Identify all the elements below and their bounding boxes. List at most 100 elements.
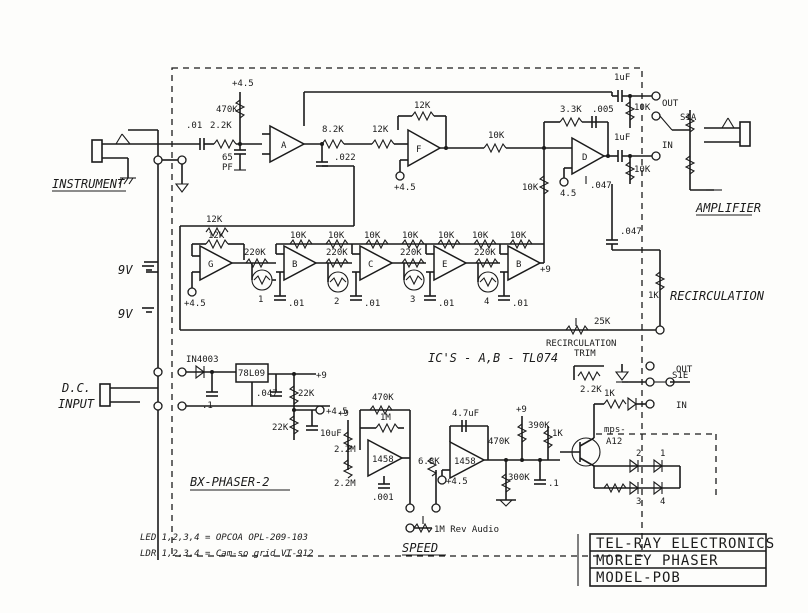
cap-047-out-label: .047 bbox=[590, 181, 612, 191]
opamp-b-label: B bbox=[292, 260, 297, 270]
led-3-label: 3 bbox=[636, 497, 641, 507]
cap-47uf-label: 4.7uF bbox=[452, 409, 479, 419]
ldr-1-label: 1 bbox=[258, 295, 263, 305]
diode-label: IN4003 bbox=[186, 355, 219, 365]
recirc-trim-label: RECIRCULATION bbox=[546, 339, 616, 349]
switch-in2-label: IN bbox=[676, 401, 687, 411]
opamp-b-out-label: B bbox=[516, 260, 521, 270]
res-33k-label: 3.3K bbox=[560, 105, 582, 115]
opamp-b bbox=[283, 244, 318, 282]
opamp-f-label: F bbox=[416, 145, 421, 155]
res-22m-label: 2.2M bbox=[334, 445, 356, 455]
cap-01-1-label: .01 bbox=[288, 299, 304, 309]
led-4-label: 4 bbox=[660, 497, 665, 507]
res-10k-a-label: 10K bbox=[488, 131, 505, 141]
cap-022-label: .022 bbox=[334, 153, 356, 163]
opamp-b-out bbox=[507, 244, 542, 282]
dc-label: D.C. bbox=[61, 381, 91, 395]
opamp-1458-b bbox=[449, 440, 486, 480]
mpsa-label: mps- bbox=[604, 425, 626, 435]
res-input-label: 2.2K bbox=[210, 121, 232, 131]
dc-input-jack bbox=[99, 383, 158, 407]
cap-01-2-label: .01 bbox=[364, 299, 380, 309]
cap-01-3-label: .01 bbox=[438, 299, 454, 309]
res-10k-s5-label: 10K bbox=[402, 231, 419, 241]
ic-note: IC'S - A,B - TL074 bbox=[428, 351, 558, 365]
res-10k-out-label: 10K bbox=[634, 103, 651, 113]
opamp-e-label: E bbox=[442, 260, 447, 270]
res-82k-label: 8.2K bbox=[322, 125, 344, 135]
res-10k-s3-label: 10K bbox=[328, 231, 345, 241]
switch-in-label: IN bbox=[662, 141, 673, 151]
res-300k-label: 300K bbox=[508, 473, 530, 483]
res-25k-label: 25K bbox=[594, 317, 611, 327]
res-12k-b-label: 12K bbox=[414, 101, 431, 111]
ic1458a-label: 1458 bbox=[372, 455, 394, 465]
amplifier-jack bbox=[704, 117, 751, 147]
led-1-label: 1 bbox=[660, 449, 665, 459]
res-10k-s1-label: 10K bbox=[290, 231, 307, 241]
opamp-1458-a bbox=[367, 438, 404, 478]
res-470k-sp-label: 470K bbox=[372, 393, 394, 403]
ldr-2-label: 2 bbox=[334, 297, 339, 307]
res-12k-a-label: 12K bbox=[372, 125, 389, 135]
plus9-ps: +9 bbox=[316, 371, 327, 381]
title-model: MODEL-POB bbox=[596, 570, 681, 586]
cap-047-ps-label: .047 bbox=[256, 389, 278, 399]
cap-1uf-a-label: 1uF bbox=[614, 73, 630, 83]
res-12k-fb2-label: 12K bbox=[208, 231, 225, 241]
opamp-c bbox=[359, 244, 394, 282]
res-1k-q-label: 1K bbox=[552, 429, 563, 439]
res-1k-rc-label: 1K bbox=[648, 291, 659, 301]
res-10k-b-label: 10K bbox=[522, 183, 539, 193]
board-label: BX-PHASER-2 bbox=[190, 475, 269, 489]
speed-label: SPEED bbox=[402, 541, 438, 555]
opamp-f bbox=[407, 128, 442, 168]
cap-001-label: .001 bbox=[372, 493, 394, 503]
reg-label: 78L09 bbox=[238, 369, 265, 379]
opamp-g bbox=[199, 244, 234, 282]
res-68k-label: 6.8K bbox=[418, 457, 440, 467]
opamp-c-label: C bbox=[368, 260, 373, 270]
plus45-out: 4.5 bbox=[560, 189, 576, 199]
ldr-4-label: 4 bbox=[484, 297, 489, 307]
battery-2-label: 9V bbox=[118, 307, 133, 321]
plus45-top: +4.5 bbox=[232, 79, 254, 89]
instrument-label: INSTRUMENT bbox=[52, 177, 125, 191]
plus9-d: +9 bbox=[516, 405, 527, 415]
ldr-note: LDR 1,2,3,4 = Cam-so grid VT-912 bbox=[140, 549, 313, 559]
res-10k-s7-label: 10K bbox=[472, 231, 489, 241]
switch-out2-label: OUT bbox=[676, 365, 693, 375]
ldr-3-label: 3 bbox=[410, 295, 415, 305]
res-10k-s2-label: 10K bbox=[364, 231, 381, 241]
ic1458b-label: 1458 bbox=[454, 457, 476, 467]
res-220k-3-label: 220K bbox=[400, 248, 422, 258]
cap-pf-label: PF bbox=[222, 163, 233, 173]
opamp-a-label: A bbox=[281, 141, 287, 151]
res-1k-led-label: 1K bbox=[604, 389, 615, 399]
res-10k-s4-label: 10K bbox=[438, 231, 455, 241]
opamp-e bbox=[433, 244, 468, 282]
cap-65-label: 65 bbox=[222, 153, 233, 163]
amplifier-label: AMPLIFIER bbox=[695, 201, 761, 215]
cap-047-rc-label: .047 bbox=[620, 227, 642, 237]
res-1m-sp-label: 1M bbox=[380, 413, 391, 423]
cap-005-label: .005 bbox=[592, 105, 614, 115]
res-22k-ps-label: 22K bbox=[298, 389, 315, 399]
cap-01-4-label: .01 bbox=[512, 299, 528, 309]
res-220k-2-label: 220K bbox=[326, 248, 348, 258]
res-22m2-label: 2.2M bbox=[334, 479, 356, 489]
switch-out-label: OUT bbox=[662, 99, 679, 109]
dc-label-2: INPUT bbox=[58, 397, 95, 411]
board-outline bbox=[171, 67, 643, 557]
res-bias-label: 470K bbox=[216, 105, 238, 115]
plus45-b: +4.5 bbox=[184, 299, 206, 309]
instrument-jack bbox=[91, 133, 136, 185]
opamp-g-label: G bbox=[208, 260, 213, 270]
plus45-f: +4.5 bbox=[394, 183, 416, 193]
led-note: LED 1,2,3,4 = OPCOA OPL-209-103 bbox=[140, 533, 308, 543]
plus45-ps: +4.5 bbox=[326, 407, 348, 417]
res-220k-4-label: 220K bbox=[474, 248, 496, 258]
plus9-b: +9 bbox=[540, 265, 551, 275]
